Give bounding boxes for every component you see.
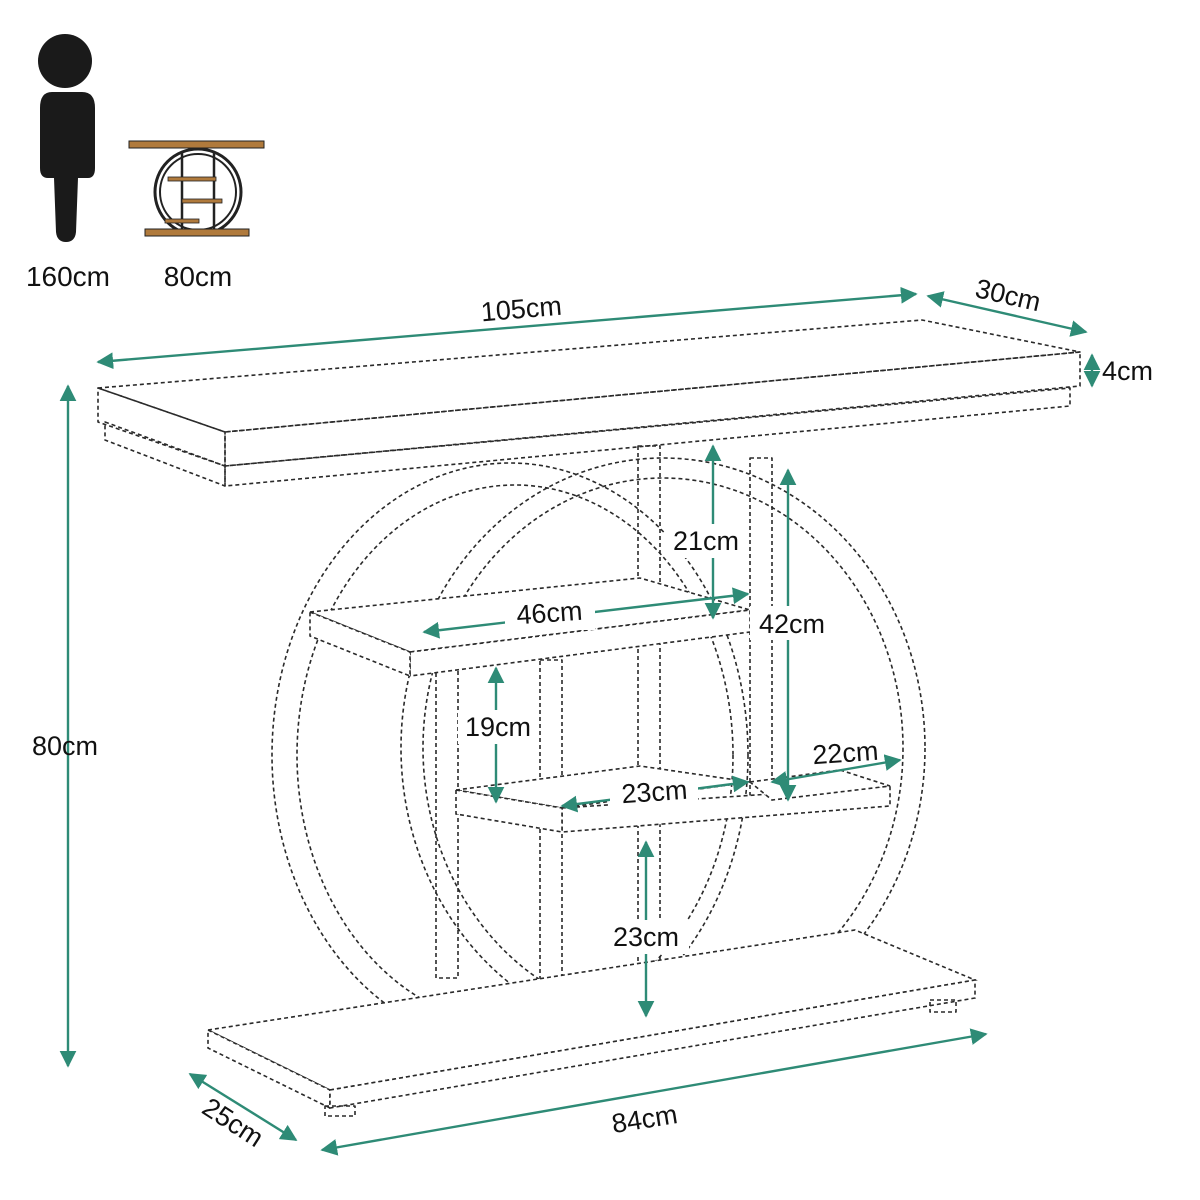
top-thickness-label: 4cm <box>1102 356 1153 386</box>
base-outline <box>205 929 978 1117</box>
person-height-label: 160cm <box>26 261 110 292</box>
lower-shelf-width-label: 23cm <box>620 775 688 810</box>
upper-gap-label: 21cm <box>673 526 739 556</box>
bottom-gap-label: 23cm <box>613 922 679 952</box>
top-depth-label: 30cm <box>972 273 1043 317</box>
top-length-label: 105cm <box>480 291 563 328</box>
tabletop-outline <box>97 319 1081 487</box>
base-depth-arrow <box>188 1072 298 1142</box>
base-length-arrow <box>320 1028 988 1156</box>
right-height-label: 42cm <box>759 609 825 639</box>
right-shelf-width-label: 22cm <box>811 736 879 771</box>
top-length-arrow <box>96 286 918 370</box>
dimension-arrows <box>59 286 1101 1156</box>
upper-shelf-width-label: 46cm <box>515 596 583 631</box>
top-depth-arrow <box>926 291 1088 337</box>
table-height-reference-label: 80cm <box>164 261 232 292</box>
console-table-icon <box>128 140 265 237</box>
total-height-label: 80cm <box>32 731 98 761</box>
base-length-label: 84cm <box>610 1099 680 1139</box>
person-silhouette-icon <box>38 34 95 242</box>
table-outline <box>97 319 1081 1117</box>
right-shelf-width-arrow <box>770 754 902 788</box>
middle-gap-label: 19cm <box>465 712 531 742</box>
